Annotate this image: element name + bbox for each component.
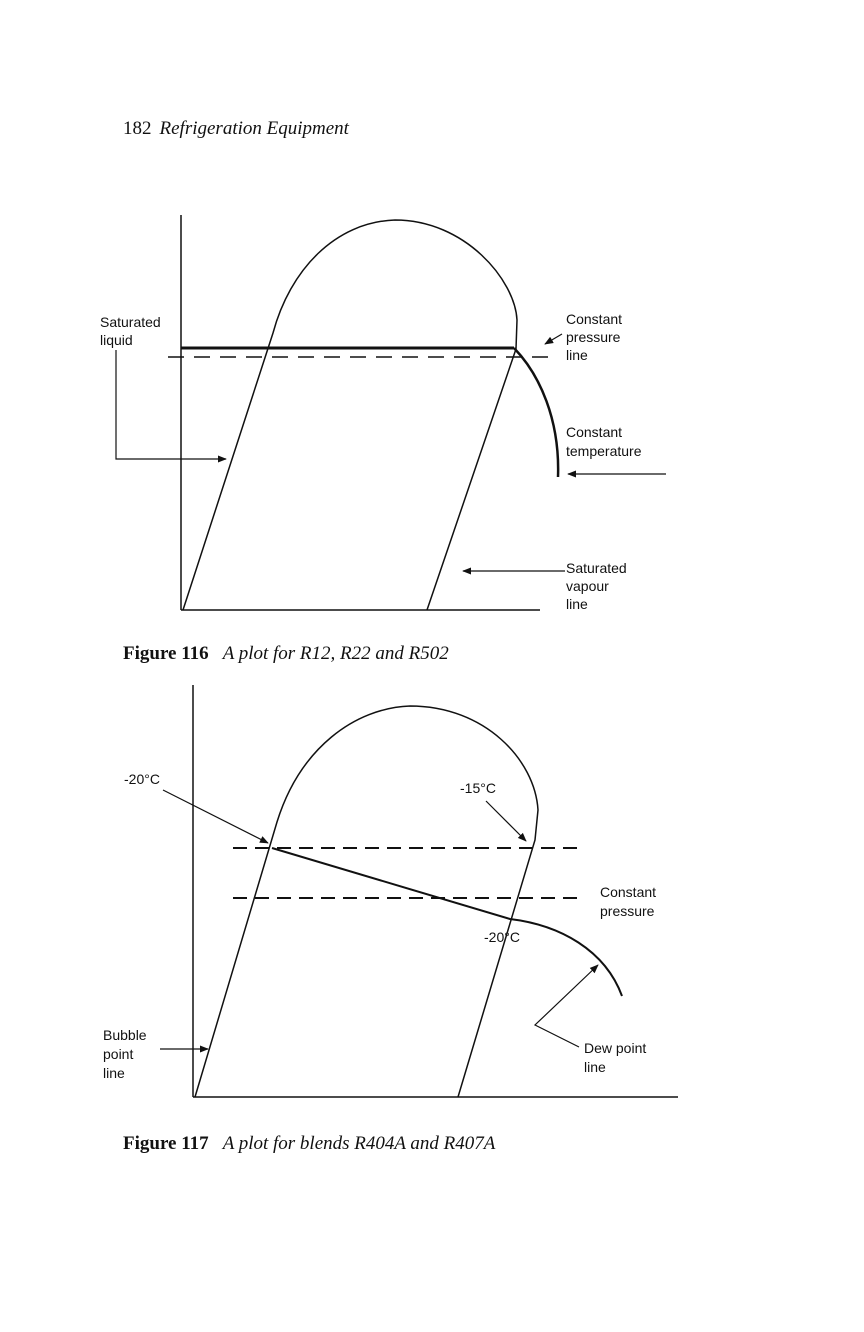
fig116-saturated-liquid-label: Saturated liquid [100, 314, 165, 348]
fig117-minus15-label: -15°C [460, 780, 496, 796]
fig116-saturation-dome [183, 220, 517, 610]
fig117-dew-point-label: Dew point line [584, 1040, 650, 1075]
fig117-minus20-top-label: -20°C [124, 771, 160, 787]
figure-116-diagram: Saturated liquid Constant pressure line … [0, 0, 864, 660]
fig117-temperature-glide-line [272, 848, 622, 996]
fig116-constant-temperature-curve [514, 348, 558, 477]
fig116-constant-pressure-label: Constant pressure line [566, 311, 626, 363]
fig116-constant-temperature-label: Constant temperature [566, 424, 642, 459]
fig117-dew-point-arrow [535, 965, 598, 1047]
fig117-minus15-arrow [486, 801, 526, 841]
fig117-minus20-top-arrow [163, 790, 268, 843]
fig116-saturated-vapour-label: Saturated vapour line [566, 560, 631, 612]
fig117-bubble-point-label: Bubble point line [103, 1027, 150, 1081]
fig117-constant-pressure-label: Constant pressure [600, 884, 660, 919]
fig117-saturation-dome [195, 706, 538, 1097]
fig117-minus20-bottom-label: -20°C [484, 929, 520, 945]
fig116-saturated-liquid-arrow [116, 350, 226, 459]
fig116-constant-pressure-arrow [545, 334, 562, 344]
